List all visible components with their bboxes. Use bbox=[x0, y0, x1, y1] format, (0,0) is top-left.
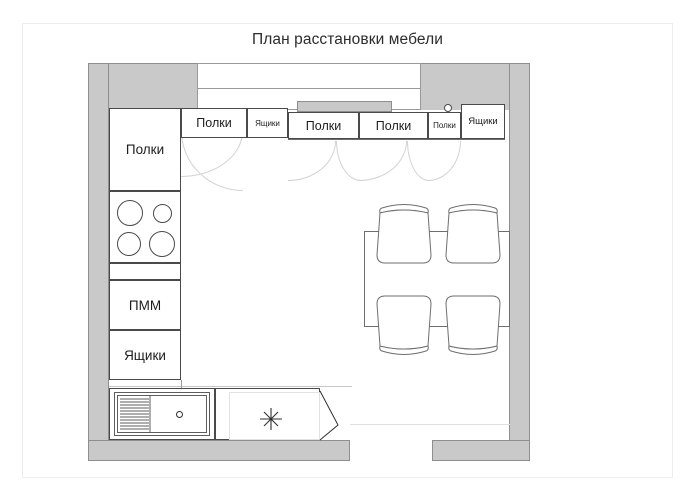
range-hood bbox=[297, 101, 392, 112]
ceiling-fixture-icon bbox=[444, 104, 452, 112]
cabinet-upper-drawers-2[interactable]: Ящики bbox=[461, 104, 505, 139]
burner-medium-1 bbox=[117, 232, 141, 256]
sink-inner-basin bbox=[117, 395, 207, 433]
wall-left bbox=[88, 63, 109, 461]
counter-line-lower bbox=[109, 386, 352, 387]
window-opening-upper bbox=[197, 63, 421, 89]
cabinet-upper-drawers-1[interactable]: Ящики bbox=[247, 108, 288, 138]
wall-right bbox=[509, 63, 530, 461]
burner-small-1 bbox=[153, 204, 172, 223]
baseboard-line-right bbox=[350, 424, 510, 425]
sink-drain-icon bbox=[176, 411, 183, 418]
counter-filler-strip bbox=[109, 263, 181, 280]
dishwasher-unit[interactable]: ПММ bbox=[109, 280, 181, 330]
wall-bottom-right bbox=[432, 440, 530, 461]
burner-medium-2 bbox=[149, 231, 175, 257]
cabinet-upper-shelves-3[interactable]: Полки bbox=[359, 112, 428, 139]
counter-edge-line bbox=[288, 139, 505, 140]
page-title: План расстановки мебели bbox=[251, 31, 444, 48]
cabinet-upper-shelves-1[interactable]: Полки bbox=[181, 108, 247, 138]
cabinet-shelves-left-tall[interactable]: Полки bbox=[109, 108, 181, 191]
wall-bottom-left bbox=[88, 440, 350, 461]
cabinet-upper-shelves-2[interactable]: Полки bbox=[288, 112, 359, 139]
dining-table[interactable] bbox=[364, 231, 510, 327]
cabinet-divider-line bbox=[181, 380, 182, 388]
cabinet-upper-shelves-4[interactable]: Полки bbox=[428, 112, 461, 139]
entry-door-inner bbox=[229, 392, 320, 440]
burner-large-1 bbox=[117, 200, 143, 226]
drawers-unit-left[interactable]: Ящики bbox=[109, 330, 181, 380]
